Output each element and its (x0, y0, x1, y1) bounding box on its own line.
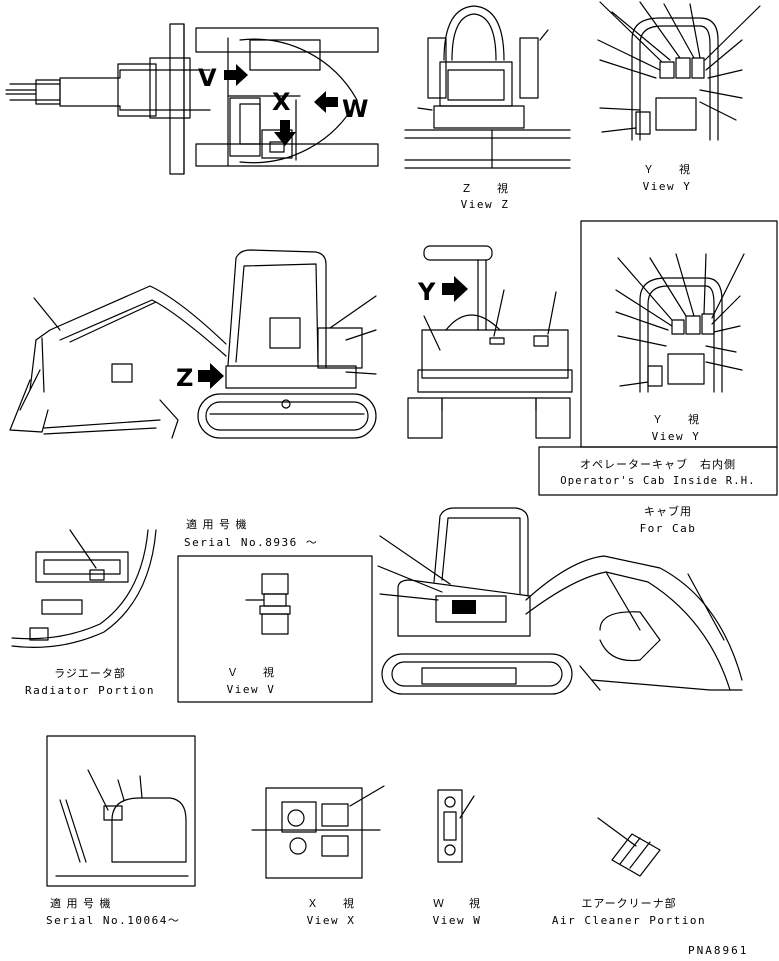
drawing-number: PNA8961 (688, 944, 749, 957)
arrow-w-icon (314, 91, 338, 113)
side-view-machine (9, 249, 377, 439)
serial-8936-jp: 適 用 号 機 (186, 518, 248, 531)
cab-caption-frame (538, 446, 778, 496)
view-y-cab-jp: Ｙ 視 (652, 413, 700, 426)
air-cleaner-jp: エアークリーナ部 (581, 897, 677, 910)
serial-8936-label: Serial No.8936 ～ (184, 536, 319, 549)
arrow-z-icon (198, 363, 224, 389)
serial-10064-jp: 適 用 号 機 (50, 897, 112, 910)
view-x-label: View X (306, 914, 356, 927)
view-z-drawing (404, 5, 571, 169)
callout-z: Z (176, 364, 194, 392)
view-y-cab-drawing (615, 253, 745, 393)
top-view-arrows (224, 64, 338, 146)
view-v-label: View V (226, 683, 276, 696)
front-view-machine (407, 245, 573, 439)
air-cleaner-label: Air Cleaner Portion (551, 914, 707, 927)
radiator-label: Radiator Portion (25, 684, 155, 697)
view-x-drawing (251, 785, 385, 879)
view-v-frame (177, 555, 373, 703)
side-view-arrows (198, 363, 224, 389)
arrow-y-icon (442, 276, 468, 302)
view-y-top-jp: Ｙ 視 (643, 163, 691, 176)
callout-w: W (342, 95, 369, 123)
arrow-v-icon (224, 64, 248, 86)
front-view-arrows (442, 276, 468, 302)
serial-10064-label: Serial No.10064～ (46, 914, 181, 927)
for-cab-label: For Cab (639, 522, 697, 535)
for-cab-jp: キャブ用 (644, 505, 692, 518)
view-w-label: View W (432, 914, 482, 927)
view-y-cab-label: View Y (651, 430, 701, 443)
view-y-top-drawing (597, 1, 761, 141)
view-v-jp: Ｖ 視 (227, 666, 275, 679)
arrow-x-icon (274, 120, 296, 146)
view-z-label: View Z (460, 198, 510, 211)
callout-y: Y (418, 278, 436, 306)
callout-v: V (198, 64, 217, 92)
view-y-top-label: View Y (642, 180, 692, 193)
for-cab-machine (377, 507, 743, 695)
view-z-jp: Ｚ 視 (461, 182, 509, 195)
top-view-machine (5, 23, 379, 175)
view-w-drawing (437, 789, 475, 863)
radiator-jp: ラジエータ部 (54, 667, 126, 680)
radiator-drawing (11, 529, 157, 648)
view-x-jp: Ｘ 視 (307, 897, 355, 910)
callout-x: X (272, 88, 291, 116)
air-cleaner-drawing (597, 817, 661, 877)
view-w-jp: Ｗ 視 (433, 897, 481, 910)
view-v-drawing (245, 573, 291, 635)
serial-10064-frame (46, 735, 196, 887)
serial-10064-drawing (55, 769, 189, 877)
cab-inside-jp: オペレーターキャブ 右内側 (580, 458, 736, 471)
cab-inside-label: Operator's Cab Inside R.H. (560, 475, 756, 487)
